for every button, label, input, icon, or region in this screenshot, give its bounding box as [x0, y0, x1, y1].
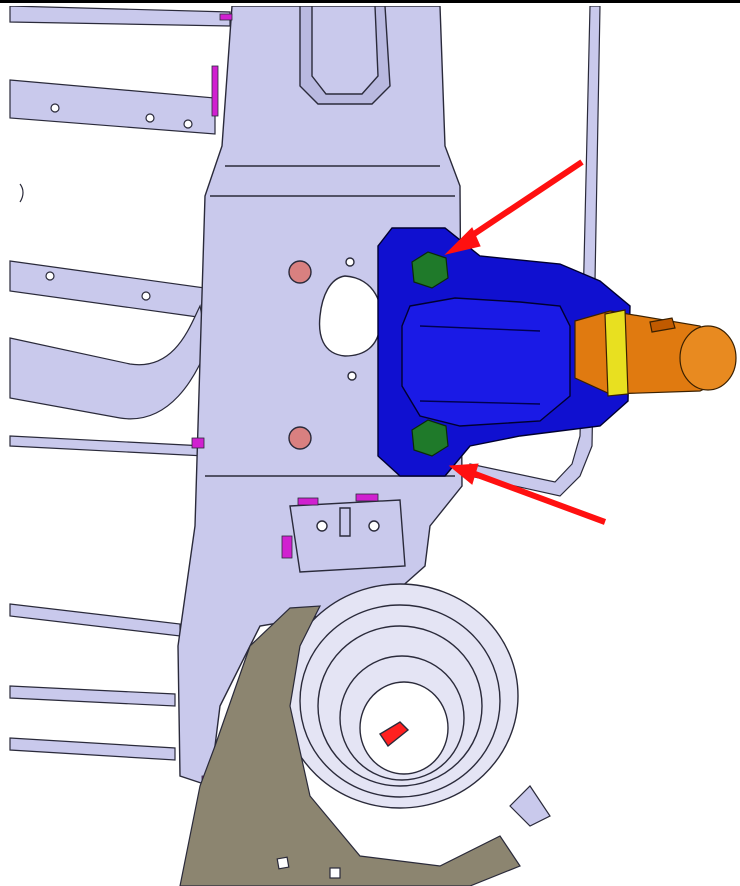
arrow-icon [448, 463, 607, 525]
coil-spring [281, 583, 519, 809]
blue-mount-bracket [377, 227, 631, 477]
top-border [0, 0, 740, 3]
cad-drawing [9, 6, 737, 886]
arrow-icon [444, 159, 584, 255]
lower-arm [179, 605, 551, 886]
pivot-pin [574, 309, 737, 397]
seat-frame-rails [9, 6, 231, 761]
green-bolts [411, 251, 449, 457]
